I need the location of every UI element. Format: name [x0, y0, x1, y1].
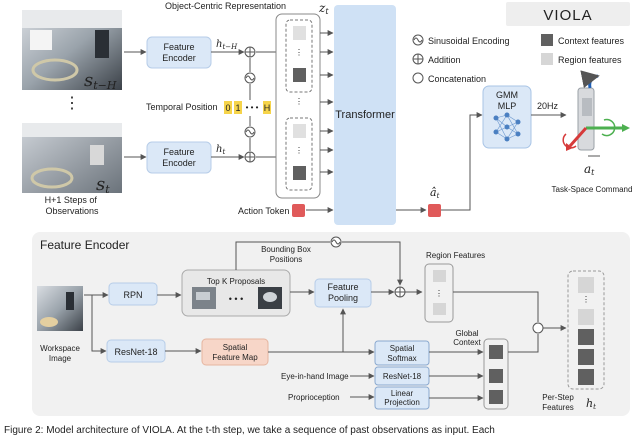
observations-label: H+1 Steps of Observations [45, 195, 100, 216]
svg-text:Spatial: Spatial [390, 344, 415, 353]
output-action-token [428, 204, 441, 217]
linear-projection-box: Linear Projection [374, 386, 430, 410]
concatenation-icon [412, 72, 424, 84]
transformer-block: Transformer [334, 5, 396, 225]
svg-text:Feature: Feature [327, 282, 358, 292]
viola-title-box: VIOLA [506, 2, 630, 26]
sinusoidal-node-1 [244, 72, 256, 84]
feature-encoder-title: Feature Encoder [40, 238, 129, 252]
svg-text:Spatial: Spatial [223, 343, 248, 352]
svg-text:ResNet-18: ResNet-18 [114, 347, 157, 357]
region-features-column: ⋮ [424, 263, 454, 323]
svg-text:Top K Proposals: Top K Proposals [207, 277, 265, 286]
svg-text:⋮: ⋮ [582, 295, 590, 304]
feature-encoder-box-1: Feature Encoder [146, 36, 212, 69]
representation-bracket [275, 13, 321, 199]
svg-text:0: 0 [225, 103, 230, 113]
token-group-1: ⋮ [285, 19, 313, 93]
svg-text:⋮: ⋮ [295, 48, 303, 57]
bbox-sinusoidal-node [330, 236, 342, 248]
per-step-features-column: ⋮ [567, 270, 605, 390]
temporal-position-label: Temporal Position [146, 102, 218, 112]
svg-text:ResNet-18: ResNet-18 [383, 372, 422, 381]
feature-encoder-box-2: Feature Encoder [146, 141, 212, 174]
svg-text:Pooling: Pooling [328, 293, 358, 303]
eye-in-hand-label: Eye-in-hand Image [281, 372, 349, 381]
svg-text:VIOLA: VIOLA [543, 7, 592, 24]
svg-text:MLP: MLP [498, 101, 517, 111]
spatial-softmax-box: Spatial Softmax [374, 340, 430, 366]
svg-text:⋮: ⋮ [295, 146, 303, 155]
svg-text:• • •: • • • [229, 294, 243, 304]
svg-text:Softmax: Softmax [387, 354, 416, 363]
z-t-label: zt [318, 1, 329, 16]
svg-text:Feature: Feature [163, 42, 194, 52]
action-token [292, 204, 305, 217]
per-step-h-t-label: ht [586, 397, 596, 411]
svg-text:Feature: Feature [163, 147, 194, 157]
concatenation-node [532, 322, 544, 334]
rpn-box: RPN [108, 282, 158, 306]
proprioception-label: Proprioception [288, 393, 340, 402]
svg-text:Encoder: Encoder [162, 158, 196, 168]
resnet18-eye-in-hand-box: ResNet-18 [374, 366, 430, 386]
gmm-mlp-block: GMM MLP [482, 85, 532, 149]
svg-text:Region features: Region features [558, 55, 622, 65]
spatial-feature-map-box: Spatial Feature Map [201, 338, 269, 366]
h-t-label: ht [216, 144, 225, 156]
svg-text:Projection: Projection [384, 398, 420, 407]
svg-text:Sinusoidal Encoding: Sinusoidal Encoding [428, 36, 510, 46]
robot-arm-illustration [562, 70, 630, 157]
svg-text:RPN: RPN [123, 290, 142, 300]
h-t-minus-h-label: ht−H [216, 39, 238, 51]
a-t-label: at [584, 162, 595, 177]
svg-text:Context features: Context features [558, 36, 625, 46]
svg-text:H: H [264, 103, 271, 113]
representation-title: Object-Centric Representation [165, 1, 286, 11]
temporal-position-tokens: 0 1 • • • H [224, 101, 271, 114]
svg-text:Linear: Linear [391, 389, 414, 398]
svg-text:Encoder: Encoder [162, 53, 196, 63]
svg-text:Addition: Addition [428, 55, 461, 65]
svg-text:⋮: ⋮ [435, 289, 443, 298]
top-k-proposals-box: Top K Proposals • • • [181, 269, 291, 317]
global-context-column [483, 338, 509, 410]
svg-text:Feature Map: Feature Map [212, 353, 258, 362]
feature-pooling-box: Feature Pooling [314, 278, 372, 308]
a-hat-t-label: ât [430, 186, 440, 200]
svg-text:⋮: ⋮ [295, 97, 303, 106]
svg-text:GMM: GMM [496, 90, 518, 100]
svg-text:Concatenation: Concatenation [428, 74, 486, 84]
svg-text:Transformer: Transformer [335, 109, 395, 121]
addition-node-1 [244, 46, 256, 58]
region-features-label: Region Features [426, 251, 485, 260]
observation-image-t [22, 123, 122, 193]
context-feature-swatch [541, 34, 553, 46]
svg-text:• • •: • • • [246, 103, 259, 112]
addition-node-2 [244, 151, 256, 163]
svg-text:1: 1 [235, 103, 240, 113]
action-token-label: Action Token [238, 206, 289, 216]
task-space-command-label: Task-Space Command [552, 185, 633, 194]
rate-label: 20Hz [537, 101, 559, 111]
vertical-dots: ⋮ [64, 95, 80, 112]
token-group-2: ⋮ [285, 117, 313, 191]
region-addition-node [394, 286, 406, 298]
legend: Sinusoidal Encoding Addition Concatenati… [412, 34, 625, 84]
observation-image-t-minus-h [22, 10, 122, 90]
workspace-image [37, 286, 83, 331]
resnet18-box: ResNet-18 [106, 339, 166, 363]
region-feature-swatch [541, 53, 553, 65]
figure-caption: Figure 2: Model architecture of VIOLA. A… [4, 425, 495, 435]
sinusoidal-node-2 [244, 126, 256, 138]
